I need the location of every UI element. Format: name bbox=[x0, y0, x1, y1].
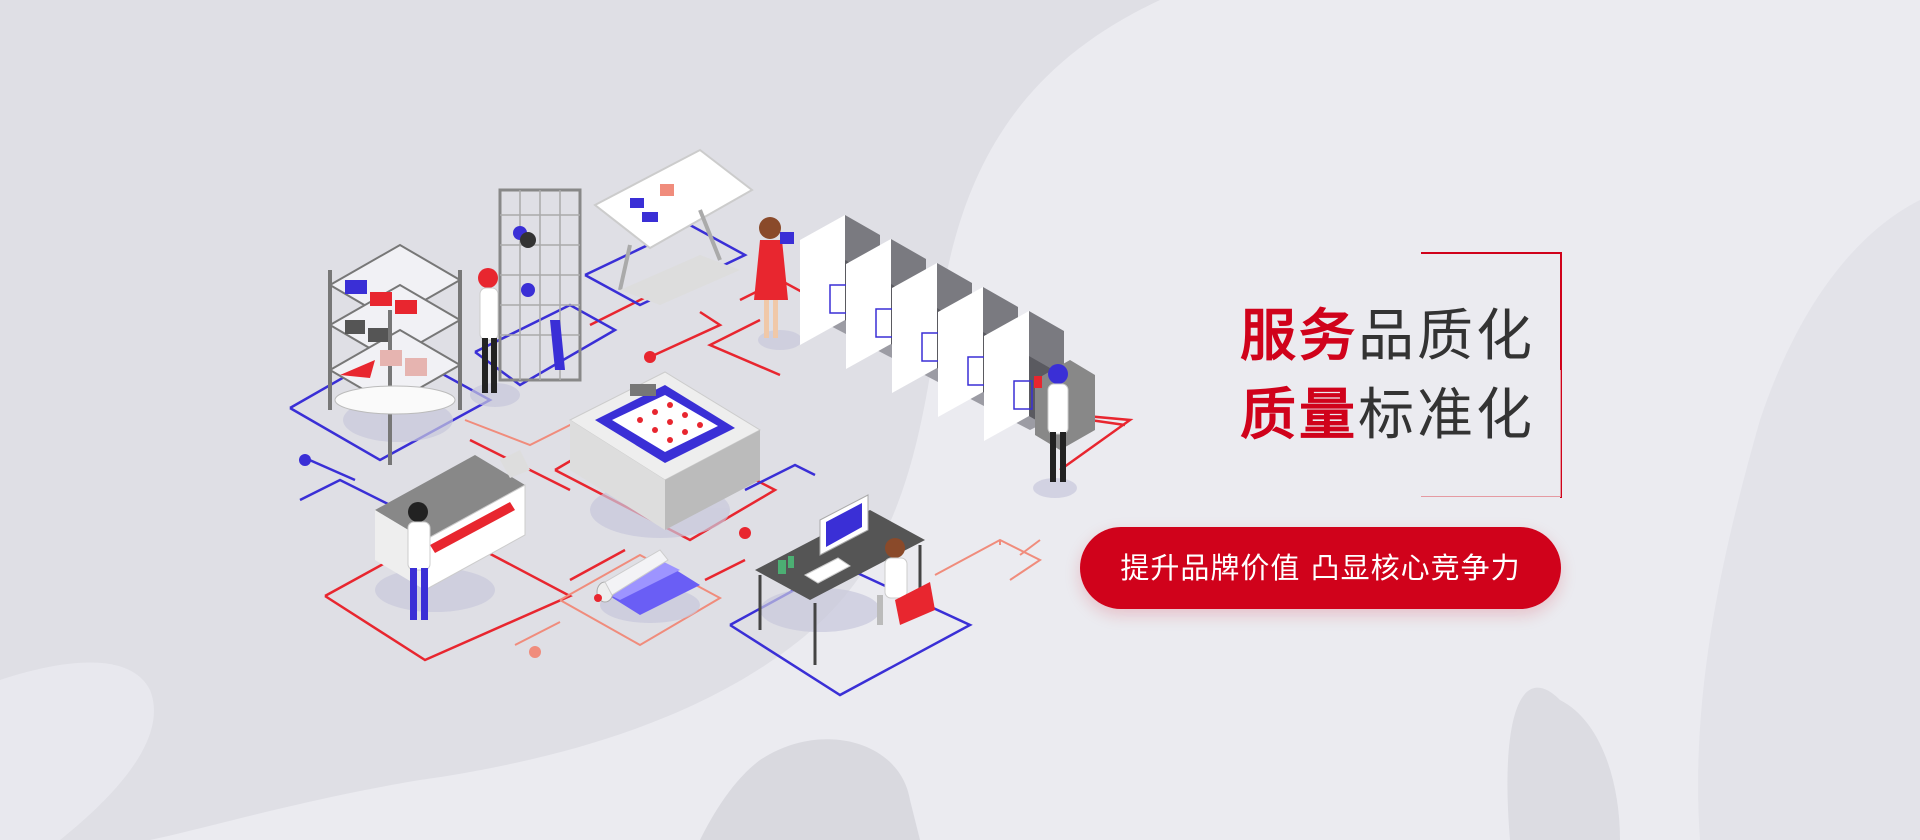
headline-line-2: 质量标准化 bbox=[1240, 383, 1535, 449]
heading-frame-bottom bbox=[1421, 370, 1561, 497]
headline-line-2-accent: 质量 bbox=[1240, 383, 1358, 448]
cta-button[interactable]: 提升品牌价值 凸显核心竞争力 bbox=[1080, 527, 1561, 609]
headline-line-1: 服务品质化 bbox=[1240, 304, 1535, 370]
heading-frame-top bbox=[1421, 252, 1562, 498]
headline-line-1-accent: 服务 bbox=[1240, 304, 1358, 369]
headline-line-1-rest: 品质化 bbox=[1358, 304, 1535, 369]
headline-line-2-rest: 标准化 bbox=[1358, 383, 1535, 448]
